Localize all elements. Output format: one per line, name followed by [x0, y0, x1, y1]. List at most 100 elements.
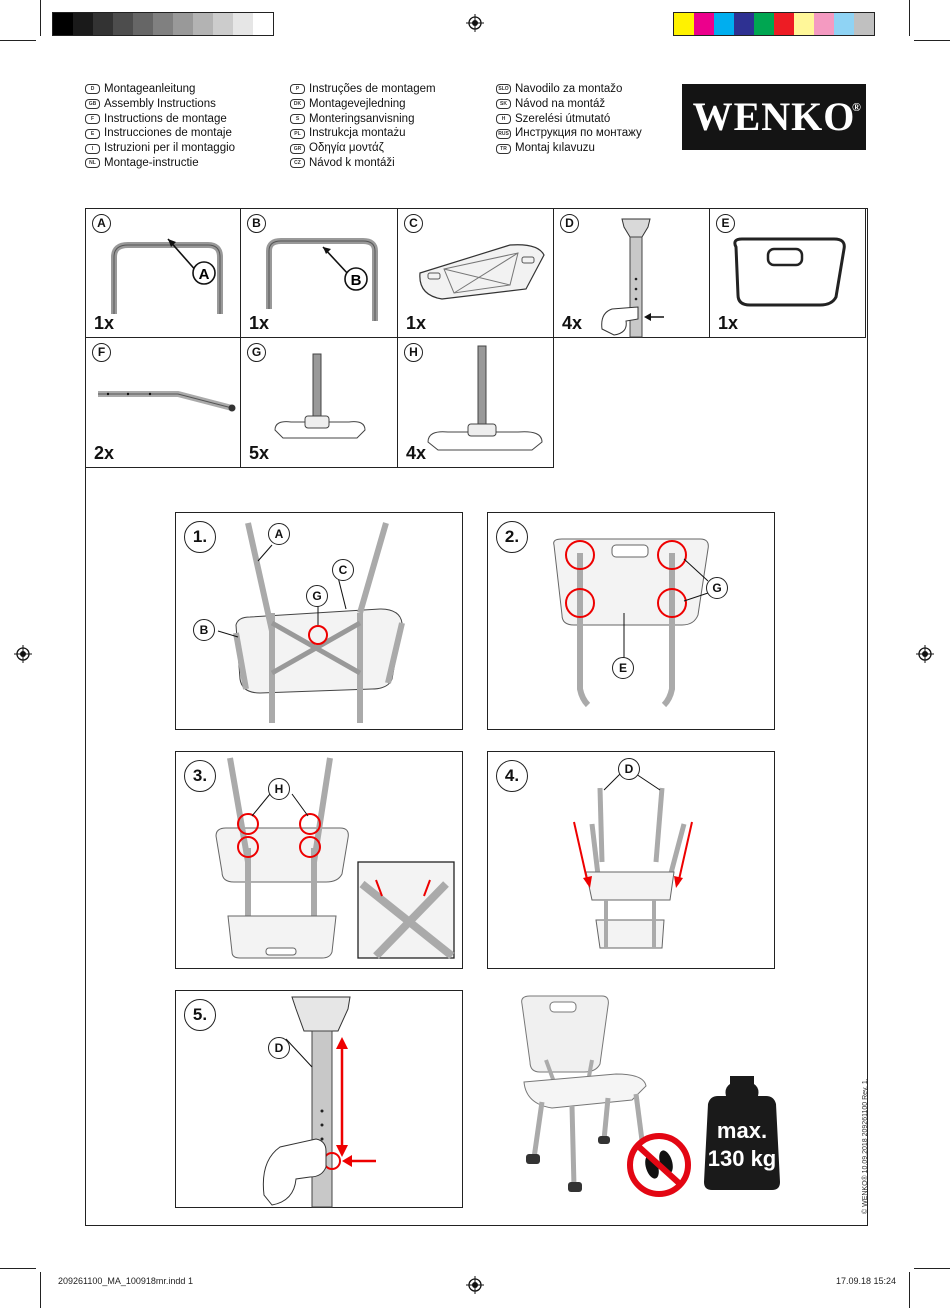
color-swatch: [213, 13, 233, 35]
process-color-bar: [673, 12, 875, 36]
part-letter: B: [247, 214, 266, 233]
color-swatch: [814, 13, 834, 35]
callout-d: D: [618, 758, 640, 780]
step-1-illustration: [217, 522, 405, 723]
language-label: Instructions de montage: [104, 112, 227, 125]
registered-mark: ®: [852, 100, 862, 114]
step-4-panel: 4. D: [487, 751, 775, 969]
logo-text: WENKO: [692, 94, 856, 139]
leg-extension-icon: [601, 218, 664, 338]
brand-logo: WENKO®: [682, 84, 866, 150]
max-load-icon: max. 130 kg: [704, 1074, 780, 1190]
screw-knob-icon: [427, 345, 543, 451]
country-code-badge: I: [85, 143, 100, 154]
svg-text:A: A: [199, 266, 210, 283]
color-swatch: [253, 13, 273, 35]
country-code-badge: P: [290, 84, 305, 95]
country-code-badge: SK: [496, 99, 511, 110]
callout-h: H: [268, 778, 290, 800]
color-swatch: [153, 13, 173, 35]
callout-e: E: [612, 657, 634, 679]
color-swatch: [173, 13, 193, 35]
registration-mark-icon: [466, 14, 484, 32]
part-cell-c: C 1x: [397, 208, 554, 338]
color-swatch: [854, 13, 874, 35]
part-quantity: 4x: [562, 313, 583, 333]
step-3-panel: 3. H: [175, 751, 463, 969]
language-label: Montagevejledning: [309, 97, 406, 110]
part-letter: H: [404, 343, 423, 362]
language-item: P Instruções de montagem: [290, 82, 436, 97]
language-label: Istruzioni per il montaggio: [104, 142, 236, 155]
crop-mark: [909, 1272, 910, 1308]
callout-b: B: [193, 619, 215, 641]
country-code-badge: TR: [496, 143, 511, 154]
crop-mark: [914, 40, 950, 41]
language-label: Navodilo za montažo: [515, 83, 623, 95]
country-code-badge: E: [85, 128, 100, 139]
u-frame-icon: A: [111, 238, 223, 314]
registration-mark-icon: [916, 645, 934, 663]
part-cell-a: A A 1x: [85, 208, 241, 338]
language-label: Szerelési útmutató: [515, 112, 611, 125]
country-code-badge: RUS: [496, 128, 511, 139]
step-number: 3.: [184, 760, 216, 792]
country-code-badge: PL: [290, 128, 305, 139]
part-cell-e: E 1x: [709, 208, 866, 338]
callout-c: C: [332, 559, 354, 581]
callout-g: G: [306, 585, 328, 607]
copyright-note: © WENKO® 10.09.2018 209261100 Rev. 1.: [862, 1078, 869, 1214]
language-label: Montageanleitung: [104, 83, 196, 95]
step-3-illustration: [215, 757, 455, 960]
language-label: Montaj kılavuzu: [515, 142, 595, 155]
language-label: Instruções de montagem: [309, 83, 436, 95]
weight-limit-label: max.: [716, 1118, 768, 1143]
language-label: Montage-instructie: [104, 156, 199, 169]
part-letter: F: [92, 343, 111, 362]
crop-mark: [40, 1272, 41, 1308]
part-quantity: 1x: [94, 313, 115, 333]
callout-d: D: [268, 1037, 290, 1059]
part-letter: A: [92, 214, 111, 233]
callout-g: G: [706, 577, 728, 599]
step-number: 1.: [184, 521, 216, 553]
color-swatch: [674, 13, 694, 35]
language-label: Monteringsanvisning: [309, 112, 415, 125]
step-number: 2.: [496, 521, 528, 553]
color-swatch: [794, 13, 814, 35]
crop-mark: [0, 40, 36, 41]
divider: [85, 467, 552, 468]
svg-text:B: B: [351, 272, 362, 289]
u-frame-icon: B: [266, 238, 378, 321]
color-swatch: [93, 13, 113, 35]
color-swatch: [754, 13, 774, 35]
step-5-illustration: [262, 996, 376, 1208]
color-swatch: [133, 13, 153, 35]
part-cell-d: D 4x: [553, 208, 710, 338]
country-code-badge: S: [290, 113, 305, 124]
part-quantity: 2x: [94, 443, 115, 463]
color-swatch: [73, 13, 93, 35]
country-code-badge: GB: [85, 99, 100, 110]
part-cell-b: B B 1x: [240, 208, 398, 338]
part-letter: E: [716, 214, 735, 233]
part-quantity: 1x: [718, 313, 739, 333]
step-4-illustration: [573, 773, 693, 949]
step-2-panel: 2. G E: [487, 512, 775, 730]
part-letter: D: [560, 214, 579, 233]
part-letter: G: [247, 343, 266, 362]
no-standing-icon: [627, 1133, 691, 1197]
color-swatch: [774, 13, 794, 35]
part-letter: C: [404, 214, 423, 233]
crop-mark: [40, 0, 41, 36]
step-number: 4.: [496, 760, 528, 792]
